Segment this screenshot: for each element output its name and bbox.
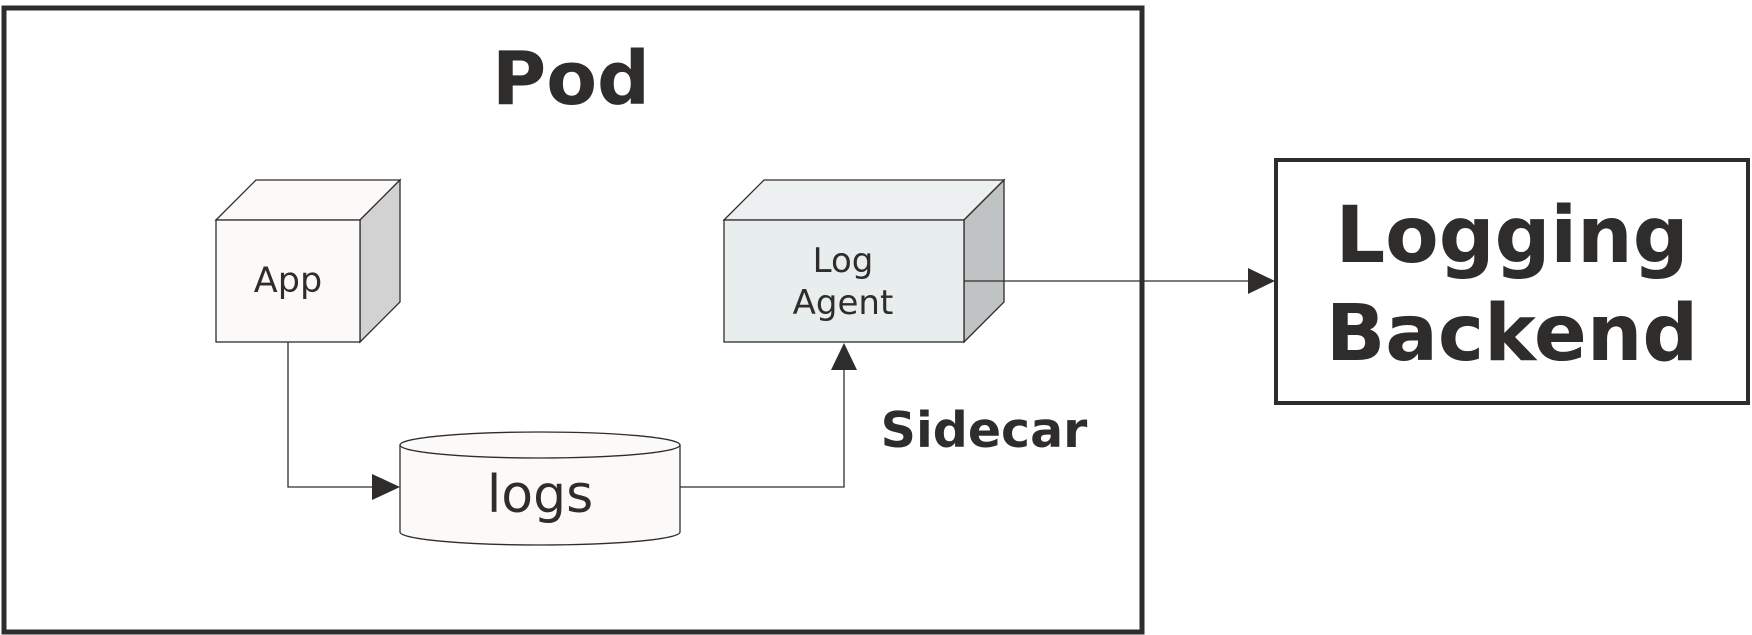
sidecar-label: Sidecar	[881, 402, 1089, 459]
logs-cylinder-body	[399, 445, 681, 546]
app-label: App	[254, 261, 322, 301]
logging-backend-label-line1: Logging	[1335, 191, 1688, 281]
log-agent-cube-front	[723, 219, 965, 343]
log-agent-label-line2: Agent	[793, 283, 894, 323]
app-cube: App	[214, 178, 402, 344]
log-agent-cube-top	[722, 179, 1006, 221]
agent-to-backend-arrowhead	[1248, 268, 1275, 294]
log-agent-cube: Log Agent	[722, 178, 1006, 344]
pod-title: Pod	[492, 36, 650, 122]
app-to-logs-connector	[287, 342, 372, 488]
app-to-logs-arrowhead	[372, 474, 400, 500]
logs-cylinder: logs	[399, 431, 681, 546]
log-agent-label-line1: Log	[813, 241, 874, 281]
logs-to-agent-connector	[680, 370, 845, 488]
logs-to-agent-arrowhead	[831, 343, 857, 370]
logging-backend-label-line2: Backend	[1326, 289, 1698, 379]
logging-backend-box	[1274, 158, 1750, 405]
logs-label: logs	[487, 465, 593, 525]
logs-cylinder-top	[399, 431, 681, 459]
